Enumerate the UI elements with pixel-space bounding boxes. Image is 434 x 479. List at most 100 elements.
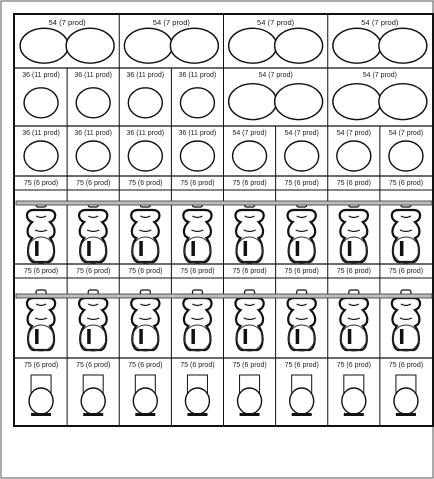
cell-capacity-label: 75 (6 prod) bbox=[337, 268, 371, 275]
product-round bbox=[128, 88, 162, 118]
bottle-label-mark bbox=[244, 329, 248, 344]
shelf-cell: 36 (11 prod) bbox=[22, 130, 60, 171]
product-round bbox=[394, 388, 418, 414]
cell-capacity-label: 54 (7 prod) bbox=[232, 130, 266, 137]
product-round bbox=[333, 84, 381, 120]
cell-capacity-label: 75 (6 prod) bbox=[128, 362, 162, 369]
cell-capacity-label: 75 (6 prod) bbox=[24, 180, 58, 187]
product-round bbox=[275, 28, 323, 63]
product-round bbox=[185, 388, 209, 414]
cell-capacity-label: 36 (11 prod) bbox=[127, 72, 165, 79]
product-round bbox=[76, 141, 110, 171]
cell-capacity-label: 36 (11 prod) bbox=[22, 72, 60, 79]
cell-capacity-label: 75 (6 prod) bbox=[389, 362, 423, 369]
product-round bbox=[180, 141, 214, 171]
cell-capacity-label: 54 (7 prod) bbox=[363, 72, 397, 79]
cell-capacity-label: 75 (6 prod) bbox=[389, 268, 423, 275]
bottle-label-mark bbox=[35, 241, 39, 256]
cell-capacity-label: 54 (7 prod) bbox=[361, 18, 399, 27]
bottle-label-mark bbox=[348, 241, 352, 256]
cell-capacity-label: 54 (7 prod) bbox=[153, 18, 191, 27]
cell-capacity-label: 75 (6 prod) bbox=[389, 180, 423, 187]
product-round bbox=[290, 388, 314, 414]
cell-capacity-label: 75 (6 prod) bbox=[128, 268, 162, 275]
product-base bbox=[187, 413, 207, 416]
product-round bbox=[233, 141, 267, 171]
bottle-label-mark bbox=[191, 329, 195, 344]
product-round bbox=[285, 141, 319, 171]
hanging-rail bbox=[16, 294, 432, 298]
cell-capacity-label: 75 (6 prod) bbox=[232, 268, 266, 275]
product-round bbox=[229, 28, 277, 63]
product-base bbox=[31, 413, 51, 416]
product-round bbox=[379, 84, 427, 120]
cell-capacity-label: 36 (11 prod) bbox=[74, 130, 112, 137]
bottle-label-mark bbox=[244, 241, 248, 256]
bottle-label-mark bbox=[296, 241, 300, 256]
cell-capacity-label: 75 (6 prod) bbox=[232, 362, 266, 369]
shelf-cell: 36 (11 prod) bbox=[22, 72, 60, 118]
cell-capacity-label: 75 (6 prod) bbox=[285, 362, 319, 369]
cell-capacity-label: 75 (6 prod) bbox=[128, 180, 162, 187]
cell-capacity-label: 36 (11 prod) bbox=[22, 130, 60, 137]
hanging-rail bbox=[16, 201, 432, 205]
cell-capacity-label: 75 (6 prod) bbox=[180, 362, 214, 369]
product-round bbox=[379, 28, 427, 63]
product-round bbox=[342, 388, 366, 414]
cell-capacity-label: 36 (11 prod) bbox=[127, 130, 165, 137]
product-round bbox=[333, 28, 381, 63]
product-round bbox=[238, 388, 262, 414]
product-round bbox=[180, 88, 214, 118]
bottle-label-mark bbox=[348, 329, 352, 344]
cell-capacity-label: 75 (6 prod) bbox=[337, 362, 371, 369]
cell-capacity-label: 75 (6 prod) bbox=[24, 268, 58, 275]
product-base bbox=[292, 413, 312, 416]
cell-capacity-label: 75 (6 prod) bbox=[285, 180, 319, 187]
bottle-label-mark bbox=[139, 241, 143, 256]
bottle-label-mark bbox=[87, 329, 91, 344]
bottle-label-mark bbox=[87, 241, 91, 256]
cell-capacity-label: 36 (11 prod) bbox=[74, 72, 112, 79]
product-base bbox=[396, 413, 416, 416]
cell-capacity-label: 54 (7 prod) bbox=[337, 130, 371, 137]
cell-capacity-label: 75 (6 prod) bbox=[180, 180, 214, 187]
bottle-label-mark bbox=[191, 241, 195, 256]
product-round bbox=[24, 141, 58, 171]
product-base bbox=[135, 413, 155, 416]
product-round bbox=[229, 84, 277, 120]
cell-capacity-label: 75 (6 prod) bbox=[180, 268, 214, 275]
product-round bbox=[24, 88, 58, 118]
product-round bbox=[337, 141, 371, 171]
product-round bbox=[81, 388, 105, 414]
product-round bbox=[133, 388, 157, 414]
cell-capacity-label: 75 (6 prod) bbox=[232, 180, 266, 187]
bottle-label-mark bbox=[35, 329, 39, 344]
product-round bbox=[389, 141, 423, 171]
bottle-label-mark bbox=[400, 329, 404, 344]
shelf-row-1: 54 (7 prod)54 (7 prod)54 (7 prod)54 (7 p… bbox=[15, 15, 432, 68]
cell-capacity-label: 75 (6 prod) bbox=[76, 268, 110, 275]
product-round bbox=[275, 84, 323, 120]
cell-capacity-label: 75 (6 prod) bbox=[337, 180, 371, 187]
product-base bbox=[344, 413, 364, 416]
cell-capacity-label: 75 (6 prod) bbox=[76, 362, 110, 369]
cell-capacity-label: 75 (6 prod) bbox=[24, 362, 58, 369]
product-round bbox=[20, 28, 68, 63]
cell-capacity-label: 54 (7 prod) bbox=[259, 72, 293, 79]
product-base bbox=[240, 413, 260, 416]
bottle-label-mark bbox=[139, 329, 143, 344]
bottle-label-mark bbox=[400, 241, 404, 256]
product-base bbox=[83, 413, 103, 416]
product-round bbox=[128, 141, 162, 171]
cell-capacity-label: 54 (7 prod) bbox=[389, 130, 423, 137]
product-round bbox=[170, 28, 218, 63]
cell-capacity-label: 36 (11 prod) bbox=[179, 130, 217, 137]
cell-capacity-label: 54 (7 prod) bbox=[285, 130, 319, 137]
product-round bbox=[124, 28, 172, 63]
bottle-label-mark bbox=[296, 329, 300, 344]
cell-capacity-label: 36 (11 prod) bbox=[179, 72, 217, 79]
product-round bbox=[66, 28, 114, 63]
product-round bbox=[76, 88, 110, 118]
cell-capacity-label: 75 (6 prod) bbox=[76, 180, 110, 187]
